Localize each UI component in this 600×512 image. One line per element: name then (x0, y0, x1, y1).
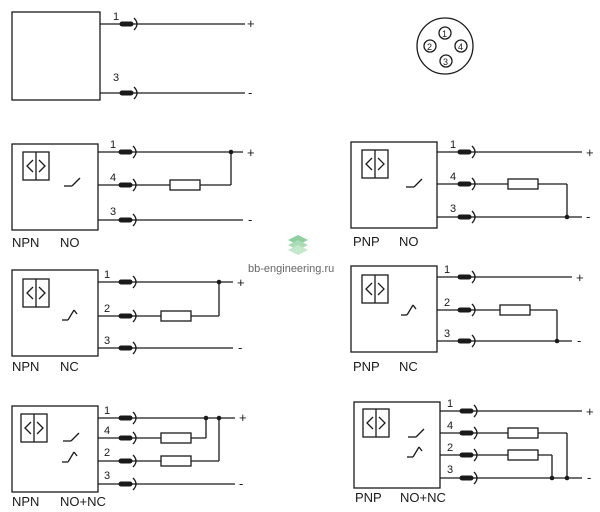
sensor-box (11, 269, 99, 357)
plus-sign: + (586, 145, 594, 160)
resistor (507, 449, 539, 461)
diagram-pnp-nc: 1 + 2 3 - PNP NC (350, 264, 584, 374)
pin-label: 1 (444, 264, 450, 276)
output-mode-label: NO (399, 234, 419, 249)
minus-sign: - (587, 470, 591, 485)
plus-sign: + (586, 404, 594, 419)
pin-label: 1 (447, 398, 453, 410)
minus-sign: - (239, 476, 243, 491)
diagram-npn-no: 1 + 4 3 - NPN NO (11, 139, 255, 250)
pin-label: 3 (113, 72, 119, 84)
pin-label: 2 (104, 303, 110, 315)
output-type-label: NPN (12, 235, 39, 250)
connector-pin-3: 3 (443, 57, 448, 67)
pin-label: 4 (110, 172, 116, 184)
pin-label: 1 (104, 405, 110, 417)
diagram-pnp-no: 1 + 4 3 - PNP NO (350, 139, 594, 249)
output-mode-label: NO (60, 235, 80, 250)
output-mode-label: NO+NC (60, 494, 106, 509)
diagram-npn-no-nc: 1 + 4 2 3 - NPN NO+NC (11, 405, 247, 509)
connector-pinout: 1 2 3 4 (416, 17, 474, 75)
watermark-icon (288, 235, 308, 255)
output-mode-label: NC (60, 359, 79, 374)
plus-sign: + (247, 145, 255, 160)
pin-label: 4 (447, 420, 453, 432)
minus-sign: - (238, 340, 242, 355)
sensor-box (11, 143, 99, 231)
resistor (507, 427, 539, 439)
connector-pin-1: 1 (442, 29, 447, 39)
output-mode-label: NO+NC (400, 490, 446, 505)
diagram-pnp-no-nc: 1 + 4 2 3 - PNP NO+NC (353, 398, 594, 505)
output-type-label: PNP (353, 359, 380, 374)
output-type-label: NPN (12, 359, 39, 374)
pin-label: 1 (104, 269, 110, 281)
diagram-npn-nc: 1 + 2 3 - NPN NC (11, 269, 245, 374)
minus-sign: - (586, 209, 590, 224)
watermark: bb-engineering.ru (248, 235, 334, 275)
resistor (160, 310, 192, 322)
connector-outline (416, 17, 474, 75)
pin-label: 3 (110, 206, 116, 218)
pin-label: 3 (450, 203, 456, 215)
sensor-box (11, 405, 99, 493)
plus-sign: + (237, 275, 245, 290)
pin-label: 3 (104, 335, 110, 347)
plus-sign: + (239, 410, 247, 425)
pin-label: 4 (104, 425, 110, 437)
minus-sign: - (577, 333, 581, 348)
connector-pin-2: 2 (427, 42, 432, 52)
plus-sign: + (576, 270, 584, 285)
pin-label: 1 (113, 11, 119, 23)
resistor (499, 304, 531, 316)
watermark-text: bb-engineering.ru (248, 263, 334, 275)
minus-sign: - (248, 212, 252, 227)
pin-label: 3 (104, 470, 110, 482)
pin-label: 1 (110, 139, 116, 151)
pin-label: 3 (444, 328, 450, 340)
resistor (169, 179, 201, 191)
output-mode-label: NC (399, 359, 418, 374)
output-type-label: NPN (12, 494, 39, 509)
resistor (160, 432, 192, 444)
sensor-box (350, 265, 438, 353)
pin-label: 4 (450, 171, 456, 183)
resistor (507, 178, 539, 190)
sensor-box (353, 401, 441, 489)
pin-label: 2 (444, 297, 450, 309)
output-type-label: PNP (355, 490, 382, 505)
resistor (160, 455, 192, 467)
pin-label: 1 (450, 139, 456, 151)
minus-sign: - (248, 85, 252, 100)
diagram-plain: 1 + 3 - (11, 11, 255, 101)
sensor-box (350, 141, 438, 229)
pin-label: 2 (104, 447, 110, 459)
pin-label: 2 (447, 442, 453, 454)
output-type-label: PNP (353, 234, 380, 249)
sensor-box (11, 11, 101, 101)
plus-sign: + (247, 16, 255, 31)
pin-label: 3 (447, 464, 453, 476)
connector-pin-4: 4 (458, 42, 463, 52)
